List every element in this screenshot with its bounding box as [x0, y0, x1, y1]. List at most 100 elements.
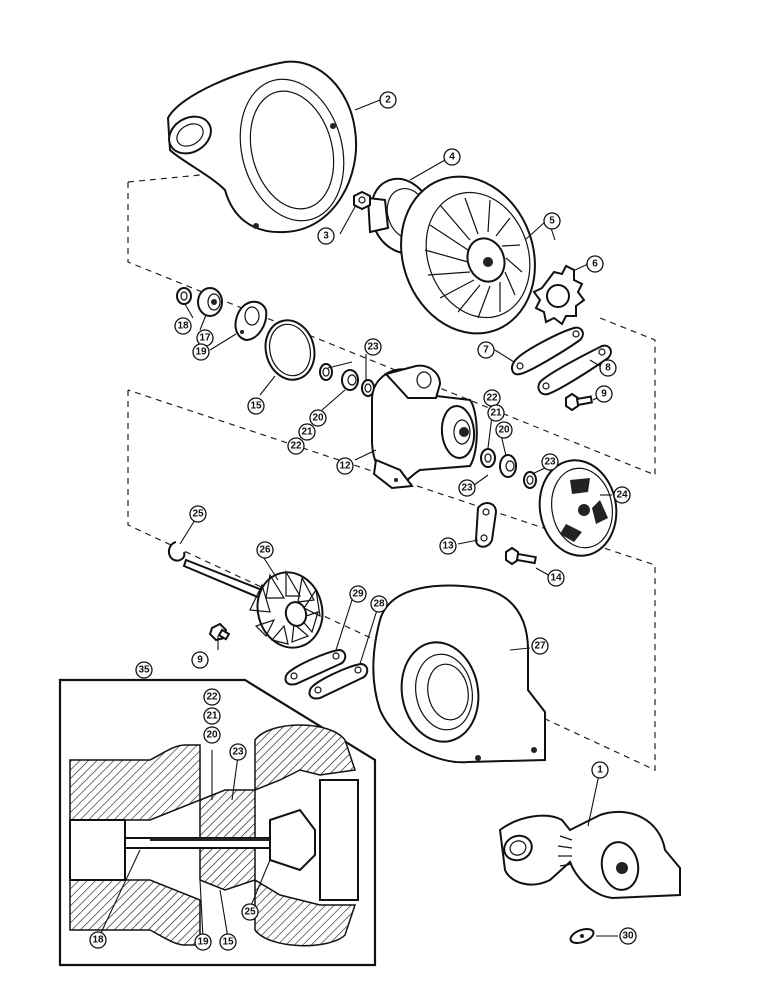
svg-text:18: 18	[92, 935, 104, 946]
callout-19: 19	[192, 343, 210, 361]
svg-text:17: 17	[199, 333, 211, 344]
callout-22-left: 22	[287, 437, 305, 455]
callout-20-left: 20	[309, 409, 327, 427]
callout-28: 28	[370, 595, 388, 613]
small-part-30	[569, 928, 595, 944]
bolt-9-lower	[208, 622, 231, 642]
svg-text:15: 15	[250, 401, 262, 412]
heat-shield	[538, 459, 618, 557]
callout-21-right: 21	[487, 404, 505, 422]
svg-text:20: 20	[498, 425, 510, 436]
upper-dashed-outline	[127, 182, 656, 476]
svg-text:23: 23	[544, 457, 556, 468]
callout-8: 8	[599, 359, 617, 377]
inset-callout-19: 19	[194, 933, 212, 951]
svg-text:24: 24	[616, 490, 628, 501]
svg-text:21: 21	[301, 427, 313, 438]
svg-text:9: 9	[601, 389, 607, 400]
svg-text:7: 7	[483, 345, 489, 356]
thrust-spacer-17	[197, 287, 223, 317]
inset-callout-21: 21	[203, 707, 221, 725]
svg-text:9: 9	[197, 655, 203, 666]
plate-29	[284, 648, 347, 686]
callout-14: 14	[547, 569, 565, 587]
callout-6: 6	[586, 255, 604, 273]
callout-3: 3	[317, 227, 335, 245]
washer-18	[176, 287, 192, 305]
svg-text:19: 19	[197, 937, 209, 948]
inset-callout-22: 22	[203, 688, 221, 706]
callout-7: 7	[477, 341, 495, 359]
callout-9-upper: 9	[595, 385, 613, 403]
callout-23-lower: 23	[458, 479, 476, 497]
callout-24: 24	[613, 486, 631, 504]
thrust-collar	[532, 264, 586, 326]
svg-text:14: 14	[550, 573, 562, 584]
callout-23-right: 23	[541, 453, 559, 471]
svg-text:22: 22	[486, 393, 498, 404]
bearing-group-right	[480, 448, 537, 489]
turbocharger-assembly	[498, 810, 681, 900]
inset-callout-18: 18	[89, 931, 107, 949]
turbine-housing	[372, 584, 546, 764]
callout-22-right: 22	[483, 389, 501, 407]
bearing-group-left	[319, 363, 375, 397]
callout-1: 1	[591, 761, 609, 779]
lower-dashed-outline	[127, 389, 656, 771]
callout-25: 25	[189, 505, 207, 523]
svg-text:21: 21	[206, 711, 218, 722]
svg-text:3: 3	[323, 231, 329, 242]
seal-ring-15	[264, 319, 316, 381]
svg-text:5: 5	[549, 216, 555, 227]
upper-dashed-outline-top	[127, 174, 656, 395]
svg-text:20: 20	[312, 413, 324, 424]
svg-text:29: 29	[352, 589, 364, 600]
callout-26: 26	[256, 541, 274, 559]
svg-text:1: 1	[597, 765, 603, 776]
bolt-9-upper	[565, 392, 593, 412]
callout-29: 29	[349, 585, 367, 603]
svg-text:22: 22	[290, 441, 302, 452]
callout-9-lower: 9	[191, 651, 209, 669]
callout-5: 5	[543, 212, 561, 230]
callout-13: 13	[439, 537, 457, 555]
callout-2: 2	[379, 91, 397, 109]
svg-text:6: 6	[592, 259, 598, 270]
callout-12: 12	[336, 457, 354, 475]
callout-15: 15	[247, 397, 265, 415]
svg-text:23: 23	[461, 483, 473, 494]
svg-text:13: 13	[442, 541, 454, 552]
callout-35: 35	[135, 661, 153, 679]
bolt-14	[505, 546, 537, 566]
inset-callout-25: 25	[241, 903, 259, 921]
svg-text:22: 22	[206, 692, 218, 703]
inset-callout-20: 20	[203, 726, 221, 744]
retaining-ring-25	[168, 541, 186, 562]
compressor-housing	[166, 60, 358, 234]
svg-text:8: 8	[605, 363, 611, 374]
inset-callout-15: 15	[219, 933, 237, 951]
svg-text:19: 19	[195, 347, 207, 358]
callout-27: 27	[531, 637, 549, 655]
callout-4: 4	[443, 148, 461, 166]
svg-text:30: 30	[622, 931, 634, 942]
svg-text:12: 12	[339, 461, 351, 472]
svg-text:2: 2	[385, 95, 391, 106]
svg-text:28: 28	[373, 599, 385, 610]
svg-text:4: 4	[449, 152, 455, 163]
svg-text:25: 25	[244, 907, 256, 918]
callout-23-upper: 23	[364, 338, 382, 356]
lock-plate-7	[511, 326, 584, 376]
clamp-plate-13	[474, 502, 498, 548]
svg-text:35: 35	[138, 665, 150, 676]
svg-text:15: 15	[222, 937, 234, 948]
inset-callout-23: 23	[229, 743, 247, 761]
lock-plate-8	[537, 344, 612, 396]
callout-30: 30	[619, 927, 637, 945]
svg-text:21: 21	[490, 408, 502, 419]
callout-18: 18	[174, 317, 192, 335]
callout-21-left: 21	[298, 423, 316, 441]
turbine-shaft-wheel	[182, 558, 324, 649]
svg-text:26: 26	[259, 545, 271, 556]
